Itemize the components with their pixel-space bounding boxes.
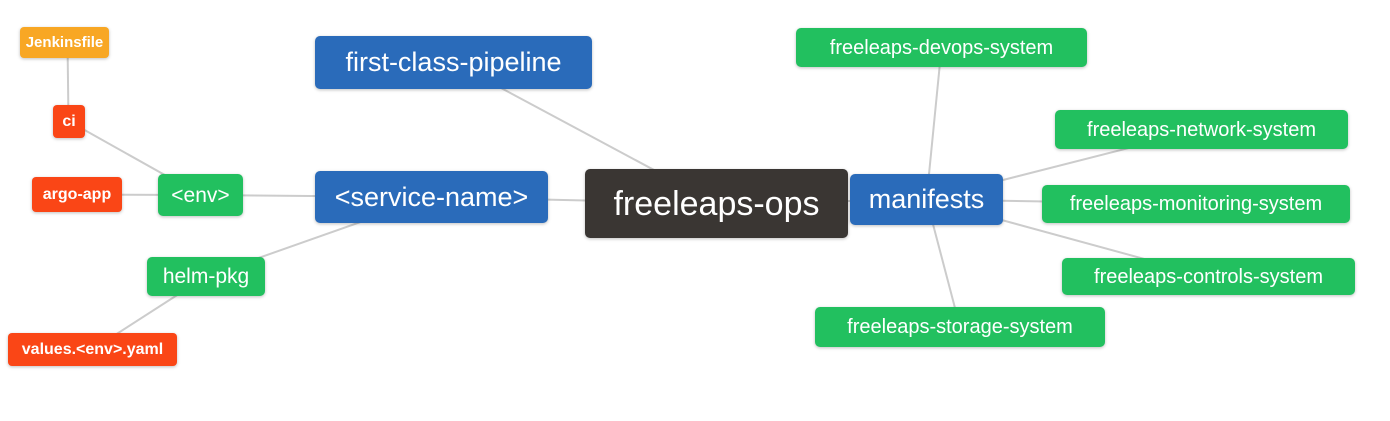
node-freeleaps-ops[interactable]: freeleaps-ops [585, 169, 848, 238]
node-freeleaps-storage-system[interactable]: freeleaps-storage-system [815, 307, 1105, 347]
node-jenkinsfile[interactable]: Jenkinsfile [20, 27, 109, 58]
node-env[interactable]: <env> [158, 174, 243, 216]
node-freeleaps-monitoring-system[interactable]: freeleaps-monitoring-system [1042, 185, 1350, 223]
node-first-class-pipeline[interactable]: first-class-pipeline [315, 36, 592, 89]
node-ci[interactable]: ci [53, 105, 85, 138]
node-manifests[interactable]: manifests [850, 174, 1003, 225]
node-service-name[interactable]: <service-name> [315, 171, 548, 223]
node-argo-app[interactable]: argo-app [32, 177, 122, 212]
node-freeleaps-network-system[interactable]: freeleaps-network-system [1055, 110, 1348, 149]
node-freeleaps-controls-system[interactable]: freeleaps-controls-system [1062, 258, 1355, 295]
node-helm-pkg[interactable]: helm-pkg [147, 257, 265, 296]
node-freeleaps-devops-system[interactable]: freeleaps-devops-system [796, 28, 1087, 67]
node-values-env-yaml[interactable]: values.<env>.yaml [8, 333, 177, 366]
